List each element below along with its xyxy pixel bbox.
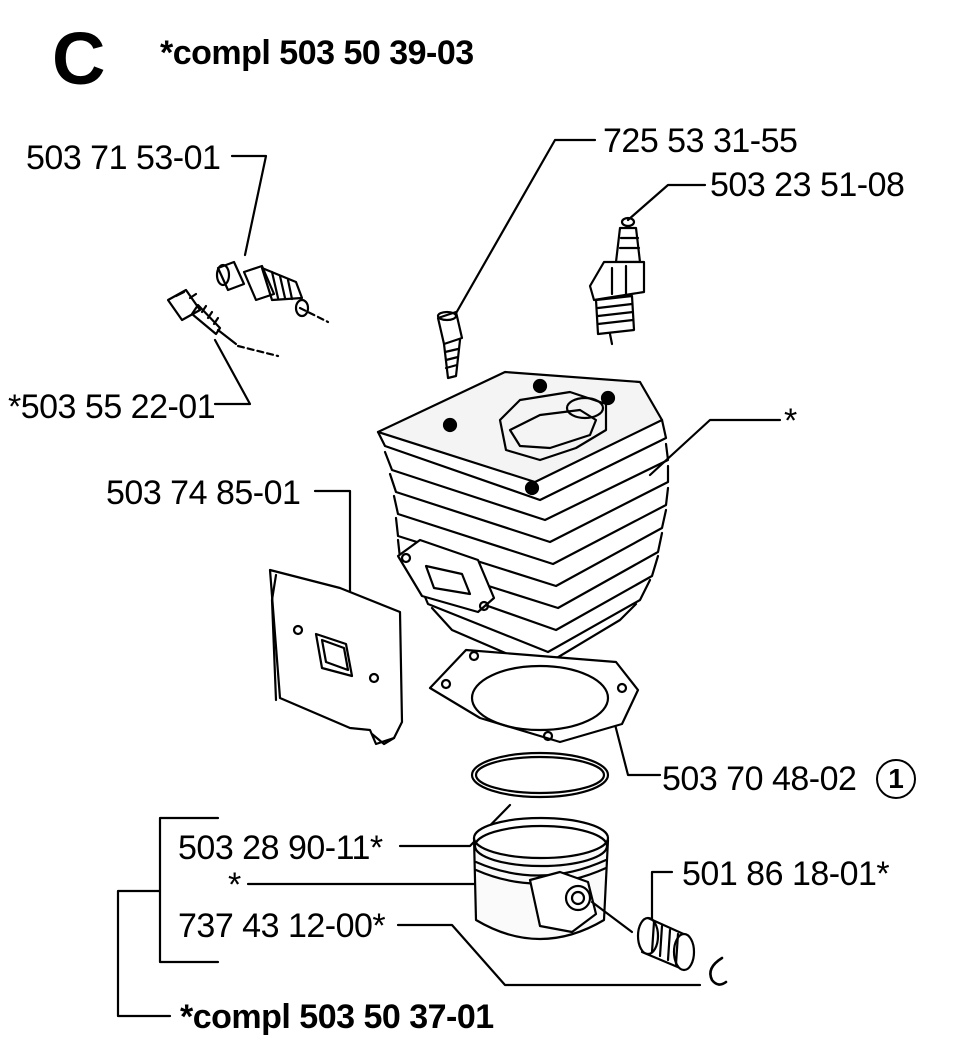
part-label-725533155: 725 53 31-55 [603, 122, 798, 160]
piston-ring [470, 751, 610, 799]
circlip [709, 956, 728, 986]
section-letter: C [52, 17, 106, 100]
leader-lines [116, 138, 782, 1018]
part-label-piston-star: * [228, 866, 241, 904]
cylinder-bolt [436, 310, 464, 380]
part-label-503704802: 503 70 48-02 [662, 760, 857, 798]
adjustment-screws [166, 260, 330, 358]
part-label-501861801: 501 86 18-01* [682, 855, 890, 893]
part-label-503235108: 503 23 51-08 [710, 166, 905, 204]
note-reference-circle: 1 [876, 759, 916, 799]
part-label-737431200: 737 43 12-00* [178, 907, 386, 945]
needle-bearing [636, 916, 696, 972]
spark-plug [588, 216, 646, 346]
part-label-503552201: *503 55 22-01 [8, 388, 216, 426]
piston [472, 816, 634, 941]
cylinder [376, 370, 670, 670]
assembly-label-bottom: *compl 503 50 37-01 [180, 998, 494, 1036]
assembly-label-top: *compl 503 50 39-03 [160, 34, 474, 72]
base-gasket [428, 648, 640, 744]
part-label-cylinder-star: * [784, 402, 797, 440]
part-label-503289011: 503 28 90-11* [178, 829, 383, 867]
part-label-503715301: 503 71 53-01 [26, 139, 221, 177]
part-label-503748501: 503 74 85-01 [106, 474, 301, 512]
exhaust-gasket [268, 568, 404, 746]
